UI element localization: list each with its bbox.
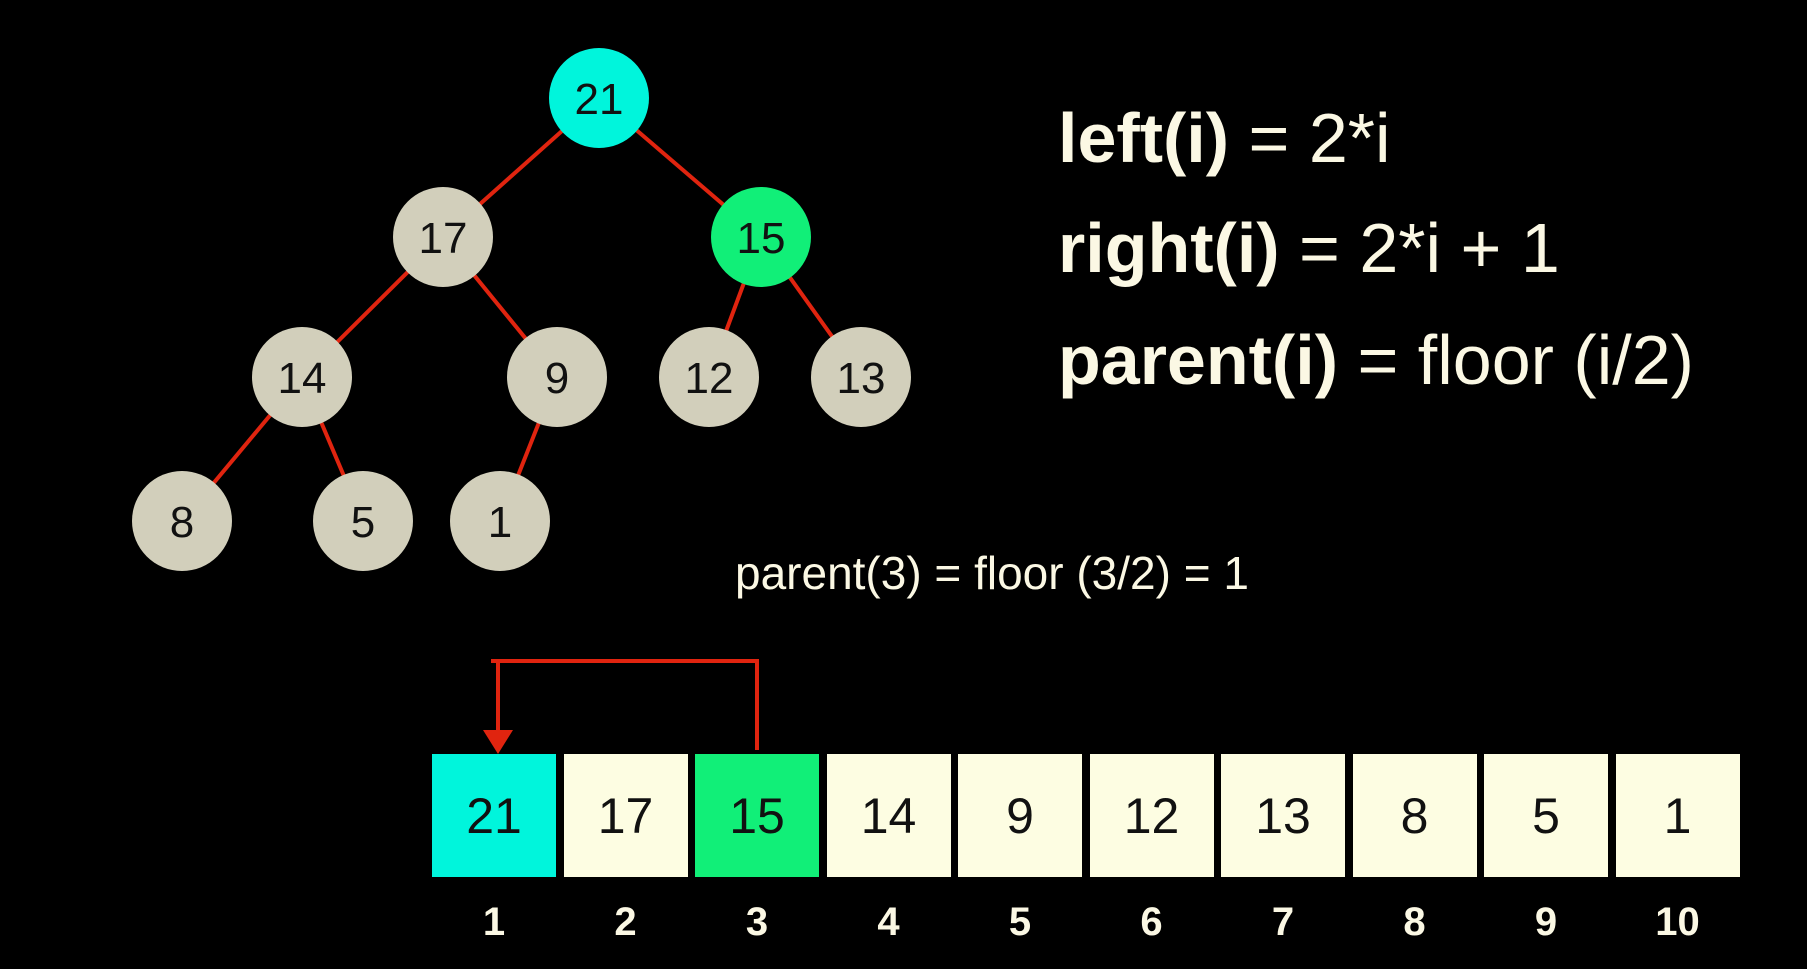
tree-node-label: 14 [278,354,327,403]
tree-node-1 [549,48,649,148]
formula-parent: parent(i) = floor (i/2) [1058,321,1694,399]
array-cell-9: 5 [1484,754,1608,877]
formula-left: left(i) = 2*i [1058,99,1391,177]
tree-node-9 [313,471,413,571]
parent-example: parent(3) = floor (3/2) = 1 [735,547,1249,599]
array-cell-7: 13 [1221,754,1345,877]
tree-node-6 [659,327,759,427]
tree-node-label: 8 [170,498,194,547]
array-cell-3: 15 [695,754,819,877]
tree-node-2 [393,187,493,287]
array-cell-8: 8 [1352,754,1477,877]
tree-node-3 [711,187,811,287]
formula-right: right(i) = 2*i + 1 [1058,209,1560,287]
tree-node-7 [811,327,911,427]
array-index-label: 1 [482,900,506,944]
tree-node-label: 5 [351,498,375,547]
array-index-label: 3 [745,900,769,944]
array-index-label: 9 [1534,900,1558,944]
arrow-head-icon [483,730,513,754]
array-cell-4: 14 [826,754,951,877]
tree-node-label: 21 [575,75,624,124]
array-cell-5: 9 [958,754,1082,877]
array-index-label: 6 [1140,900,1163,944]
array-index-label: 2 [614,900,637,944]
array-index-label: 5 [1008,900,1032,944]
tree-node-8 [132,471,232,571]
tree-node-label: 1 [488,498,512,547]
array-index-label: 10 [1655,900,1700,944]
array-index-label: 4 [877,900,900,944]
parent-arrow [491,659,759,750]
tree-node-label: 9 [545,354,569,403]
tree-node-label: 12 [685,354,734,403]
tree-node-4 [252,327,352,427]
array-cell-1: 21 [432,754,556,877]
tree-node-5 [507,327,607,427]
array-index-label: 7 [1271,900,1295,944]
tree-node-label: 15 [737,214,786,263]
array-cell-10: 1 [1615,754,1740,877]
tree-node-label: 17 [419,214,468,263]
tree-node-label: 13 [837,354,886,403]
array-index-label: 8 [1403,900,1426,944]
array-cell-2: 17 [563,754,688,877]
tree-node-10 [450,471,550,571]
array-cell-6: 12 [1089,754,1214,877]
